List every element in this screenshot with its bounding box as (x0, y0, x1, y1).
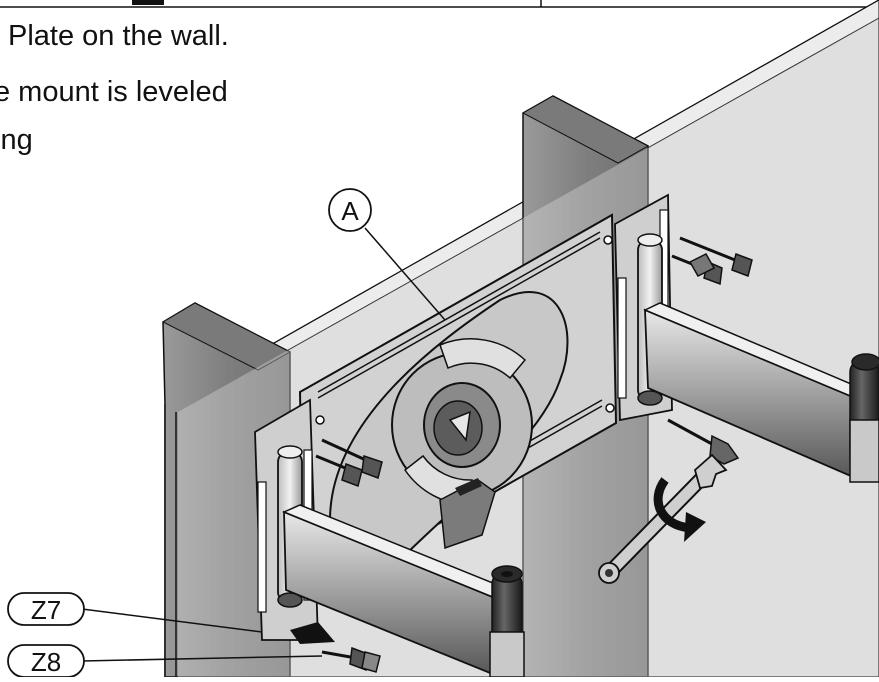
instruction-line-3: ing (0, 124, 33, 156)
leader-lines (81, 227, 446, 662)
instruction-line-2: e mount is leveled (0, 76, 228, 108)
page-frame (0, 0, 879, 8)
lag-bolts (290, 236, 753, 673)
callout-a: A (328, 188, 372, 232)
callout-z8-label: Z8 (31, 647, 61, 677)
callout-z7: Z7 (7, 592, 85, 626)
right-swing-arm (643, 302, 879, 483)
callout-z8: Z8 (7, 644, 85, 678)
callout-a-label: A (341, 196, 359, 226)
lower-swing-arm (282, 504, 525, 679)
callout-z7-label: Z7 (31, 595, 61, 625)
instruction-line-1: Plate on the wall. (8, 20, 229, 52)
wrench-icon (598, 453, 728, 584)
rotation-arrow-icon (653, 477, 706, 542)
